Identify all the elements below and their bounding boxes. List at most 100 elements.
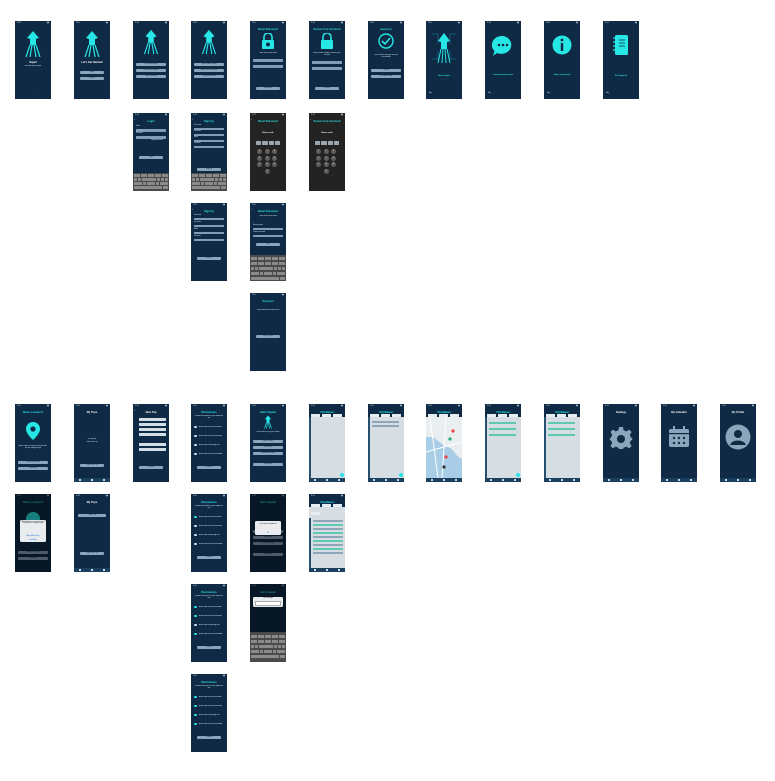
code-input[interactable] <box>256 141 280 145</box>
phone-field[interactable] <box>312 61 342 64</box>
create-trip-button[interactable]: Create New Trip <box>80 552 104 555</box>
dialog-deny-button[interactable]: Don't Allow <box>29 540 37 541</box>
skip-link[interactable]: Skip <box>429 93 432 94</box>
tab-home-icon[interactable] <box>737 479 739 481</box>
list-item[interactable] <box>313 528 343 531</box>
back-arrow-icon[interactable]: ‹ <box>192 207 193 211</box>
list-item[interactable] <box>372 421 399 424</box>
permissions-continue-button[interactable]: Continue <box>197 556 221 559</box>
code-input[interactable] <box>315 141 339 145</box>
tab-itinerary[interactable] <box>428 414 437 417</box>
signup-email-button[interactable]: Sign Up with Email <box>194 75 224 78</box>
login-google-button[interactable]: Login with Google <box>136 63 166 66</box>
filter-chip[interactable] <box>311 512 320 515</box>
join-squid-button[interactable]: Join Another Squid <box>253 452 283 455</box>
tab-calendar-icon[interactable] <box>338 569 340 571</box>
new-password-field[interactable] <box>253 59 283 62</box>
tab-trips-icon[interactable] <box>431 479 433 481</box>
back-arrow-icon[interactable]: ‹ <box>134 408 135 412</box>
tab-home-icon[interactable] <box>385 479 387 481</box>
create-trip-button[interactable]: Create New Trip <box>80 464 104 467</box>
tab-trips-icon[interactable] <box>373 479 375 481</box>
tab-chat[interactable] <box>333 504 342 507</box>
save-password-button[interactable]: Save <box>256 243 280 246</box>
back-arrow-icon[interactable]: ‹ <box>192 117 193 121</box>
tab-calendar-icon[interactable] <box>632 479 634 481</box>
tab-chat[interactable] <box>509 414 518 417</box>
keyboard[interactable] <box>191 173 227 191</box>
trip-end-field[interactable] <box>139 433 166 436</box>
secure-confirm-button[interactable]: Confirm <box>315 87 339 90</box>
go-home-button[interactable]: Go to Home Page <box>371 75 401 78</box>
tab-trips-icon[interactable] <box>314 479 316 481</box>
tab-trips-icon[interactable] <box>608 479 610 481</box>
deny-location-button[interactable]: Don't Allow <box>18 557 48 560</box>
password-field[interactable] <box>194 238 224 242</box>
list-item[interactable] <box>313 544 343 547</box>
add-fab-icon[interactable] <box>339 472 344 477</box>
tab-map[interactable] <box>439 414 448 417</box>
tab-trips-icon[interactable] <box>314 569 316 571</box>
add-fab-icon[interactable] <box>515 472 520 477</box>
tab-home-icon[interactable] <box>620 479 622 481</box>
email-field[interactable] <box>194 139 224 143</box>
list-item[interactable] <box>313 524 343 527</box>
tab-itinerary[interactable] <box>487 414 496 417</box>
trip-location-field[interactable] <box>139 423 166 426</box>
toggle-calendar[interactable] <box>194 723 197 725</box>
join-squid-button[interactable]: Join Another Squid <box>253 542 283 545</box>
permissions-continue-button[interactable]: Continue <box>197 646 221 649</box>
list-item[interactable] <box>313 540 343 543</box>
back-arrow-icon[interactable]: ‹ <box>251 117 252 121</box>
tab-chat[interactable] <box>392 414 401 417</box>
list-item[interactable] <box>313 536 343 539</box>
tab-home-icon[interactable] <box>443 479 445 481</box>
tab-trips-icon[interactable] <box>490 479 492 481</box>
tab-calendar-icon[interactable] <box>455 479 457 481</box>
list-item[interactable] <box>313 532 343 535</box>
signup-submit-button[interactable]: Sign Up <box>197 168 221 171</box>
tab-calendar-icon[interactable] <box>338 479 340 481</box>
tab-itinerary[interactable] <box>311 414 320 417</box>
confirm-password-field[interactable] <box>253 234 283 238</box>
toggle-location[interactable] <box>194 696 197 698</box>
toggle-itinerary[interactable] <box>194 705 197 707</box>
login-email-button[interactable]: Login with Email <box>136 75 166 78</box>
tab-map[interactable] <box>322 414 331 417</box>
password-field[interactable] <box>136 136 166 139</box>
toggle-messages[interactable] <box>194 624 197 626</box>
list-item[interactable] <box>548 422 575 425</box>
skip-link[interactable]: Skip <box>606 93 609 94</box>
tab-trips-icon[interactable] <box>79 479 81 481</box>
skip-link[interactable]: Skip <box>488 93 491 94</box>
list-item[interactable] <box>313 548 343 551</box>
keyboard[interactable] <box>250 255 286 281</box>
skip-button[interactable]: Skip for now <box>253 463 283 466</box>
list-item[interactable] <box>372 425 399 428</box>
tab-calendar-icon[interactable] <box>103 479 105 481</box>
signup-google-button[interactable]: Sign Up with Google <box>194 63 224 66</box>
list-item[interactable] <box>313 520 343 523</box>
trip-start-field[interactable] <box>139 428 166 431</box>
continue-button[interactable]: Continue <box>371 69 401 72</box>
signup-submit-button[interactable]: Sign Up <box>197 257 221 260</box>
list-item[interactable] <box>489 422 516 425</box>
phone-confirm-field[interactable] <box>312 67 342 70</box>
tab-calendar-icon[interactable] <box>690 479 692 481</box>
new-password-field[interactable] <box>253 227 283 231</box>
tab-itinerary[interactable] <box>546 414 555 417</box>
permissions-continue-button[interactable]: Continue <box>197 736 221 739</box>
confirm-password-field[interactable] <box>253 65 283 68</box>
toggle-itinerary[interactable] <box>194 435 197 437</box>
list-item[interactable] <box>548 428 575 431</box>
toggle-calendar[interactable] <box>194 543 197 545</box>
login-facebook-button[interactable]: Login with Facebook <box>136 69 166 72</box>
list-item[interactable] <box>548 434 575 437</box>
toggle-location[interactable] <box>194 426 197 428</box>
tab-calendar-icon[interactable] <box>397 479 399 481</box>
toggle-messages[interactable] <box>194 714 197 716</box>
email-field[interactable] <box>136 129 166 132</box>
allow-location-button[interactable]: Allow While Using <box>18 551 48 554</box>
current-trip-button[interactable]: Current Trip <box>78 514 106 517</box>
